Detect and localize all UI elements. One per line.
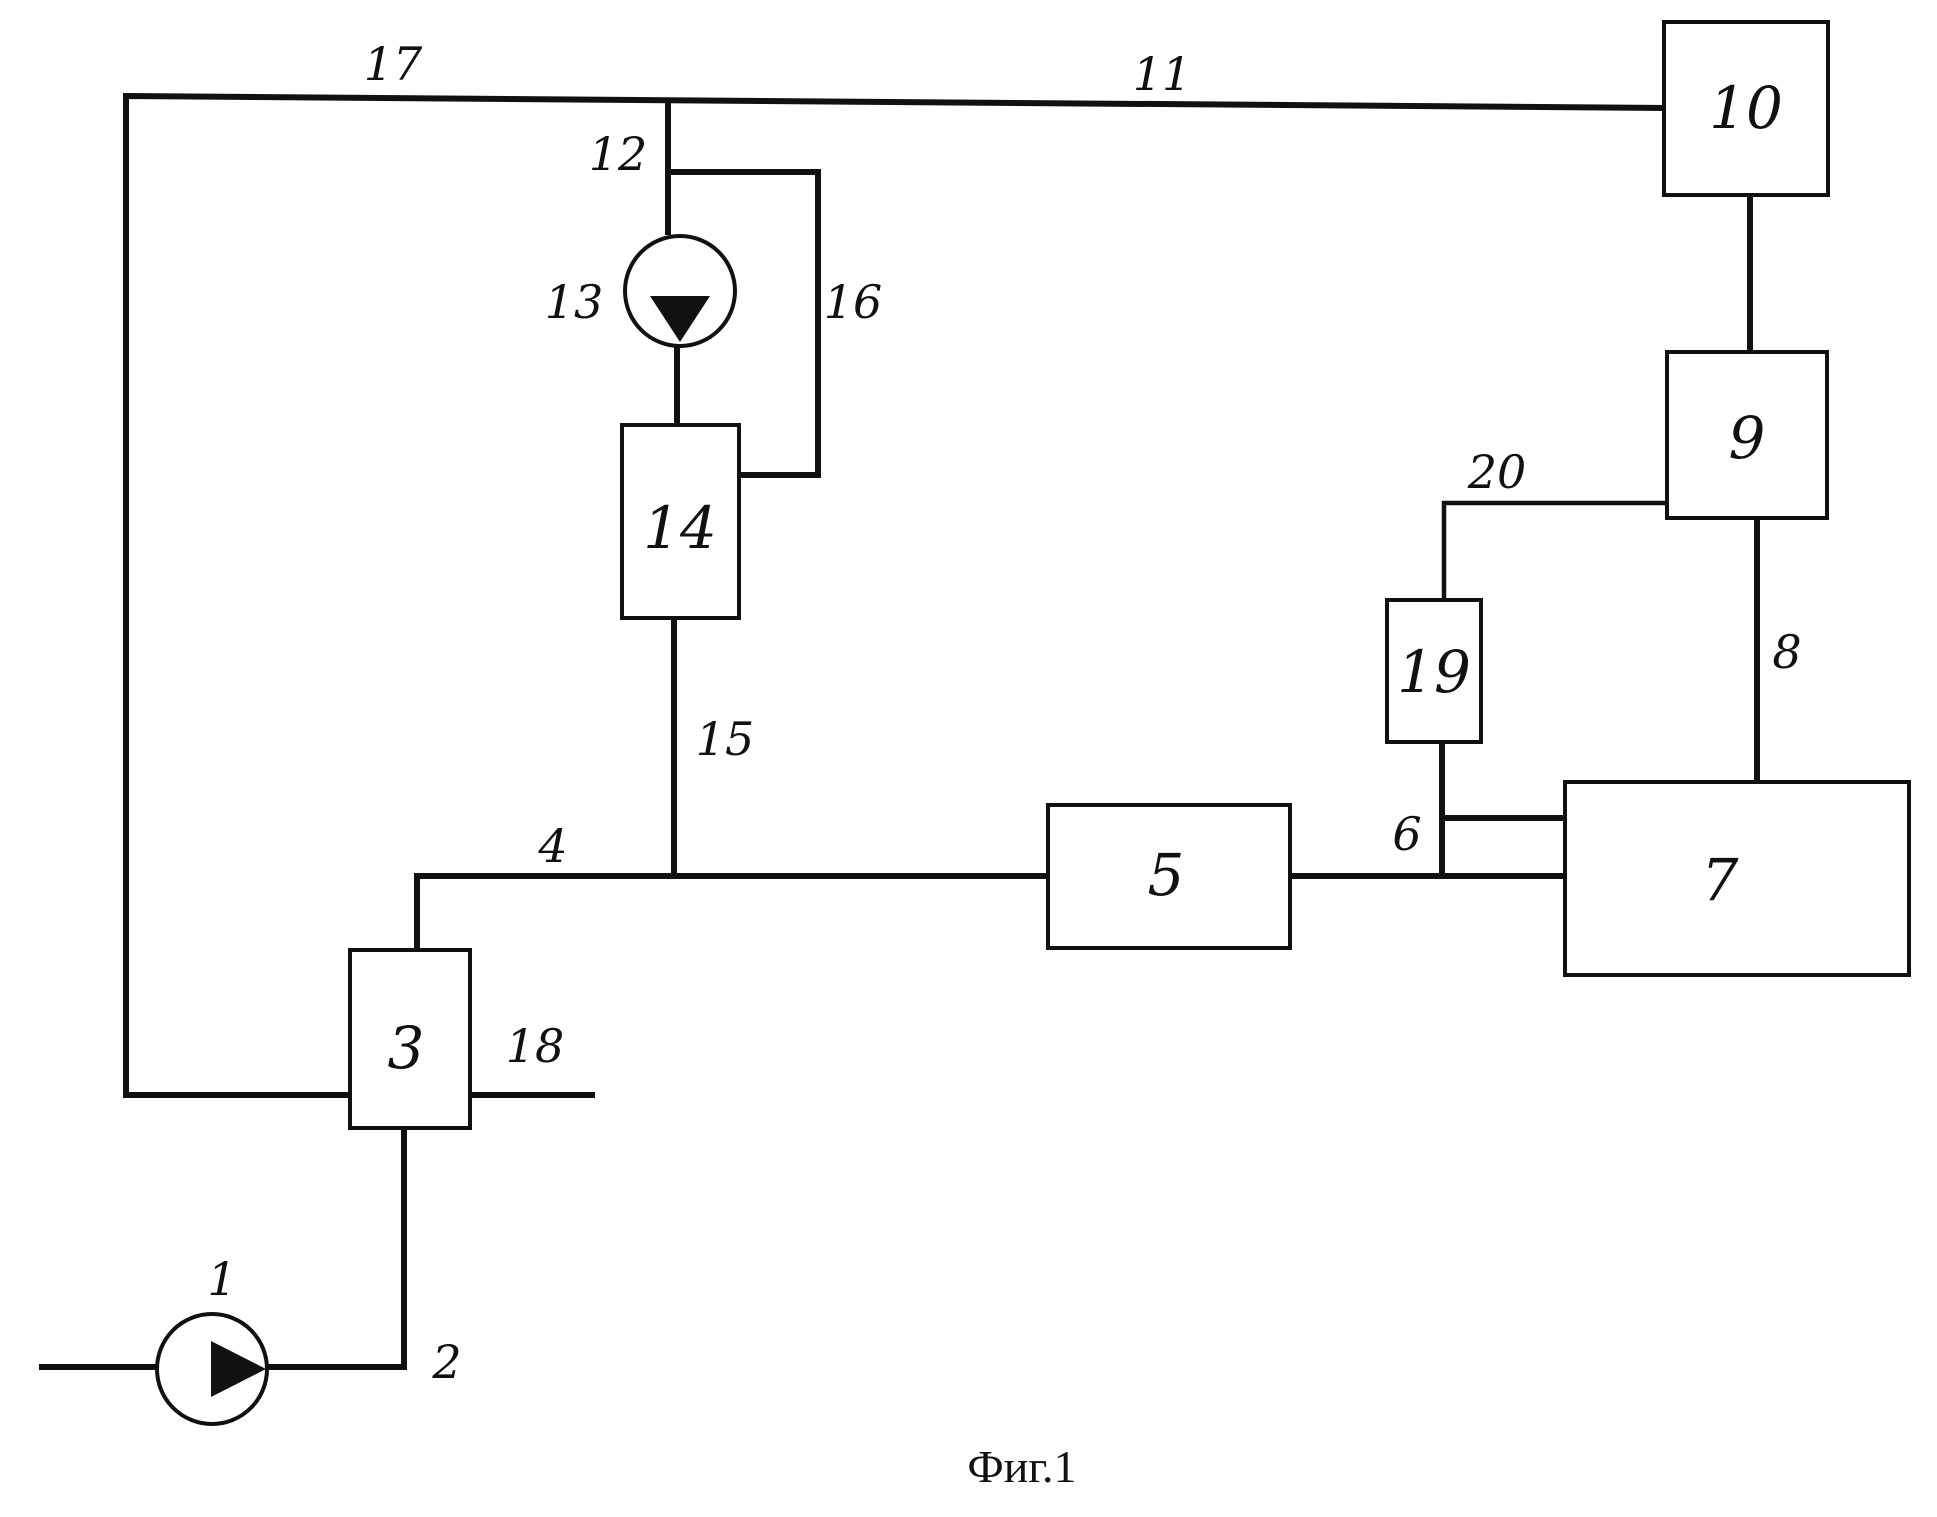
line-12-label: 12 xyxy=(589,127,648,181)
line-8-label: 8 xyxy=(1772,625,1801,679)
line-4-label: 4 xyxy=(537,819,567,873)
line-2-label: 2 xyxy=(431,1335,461,1389)
unit-9: 9 xyxy=(1667,352,1827,518)
line-20 xyxy=(1444,503,1667,602)
line-2 xyxy=(268,1128,404,1367)
figure-caption: Фиг.1 xyxy=(967,1441,1076,1492)
pipes xyxy=(42,96,1757,1367)
unit-7: 7 xyxy=(1565,782,1909,975)
unit-10-label: 10 xyxy=(1709,74,1783,142)
unit-5-label: 5 xyxy=(1148,841,1185,909)
line-18-label: 18 xyxy=(506,1019,565,1073)
line-17-label: 17 xyxy=(364,37,423,91)
unit-19: 19 xyxy=(1387,600,1481,742)
unit-3-label: 3 xyxy=(388,1014,425,1082)
unit-7-label: 7 xyxy=(1702,846,1739,914)
line-11-label: 11 xyxy=(1133,47,1192,101)
line-6-label: 6 xyxy=(1392,807,1421,861)
line-15-label: 15 xyxy=(696,712,755,766)
unit-1-label: 1 xyxy=(207,1252,236,1306)
line-16-label: 16 xyxy=(824,275,883,329)
unit-10: 10 xyxy=(1664,22,1828,195)
line-20-label: 20 xyxy=(1467,445,1527,499)
unit-3: 3 xyxy=(350,950,470,1128)
line-4 xyxy=(417,876,1048,950)
pump-1 xyxy=(157,1314,267,1424)
unit-14-label: 14 xyxy=(643,494,717,562)
unit-19-label: 19 xyxy=(1397,638,1471,706)
pump-13 xyxy=(625,236,735,346)
unit-5: 5 xyxy=(1048,805,1290,948)
unit-9-label: 9 xyxy=(1729,404,1766,472)
unit-14: 14 xyxy=(622,425,739,618)
line-17-11 xyxy=(126,96,1664,1095)
unit-13-label: 13 xyxy=(545,275,604,329)
